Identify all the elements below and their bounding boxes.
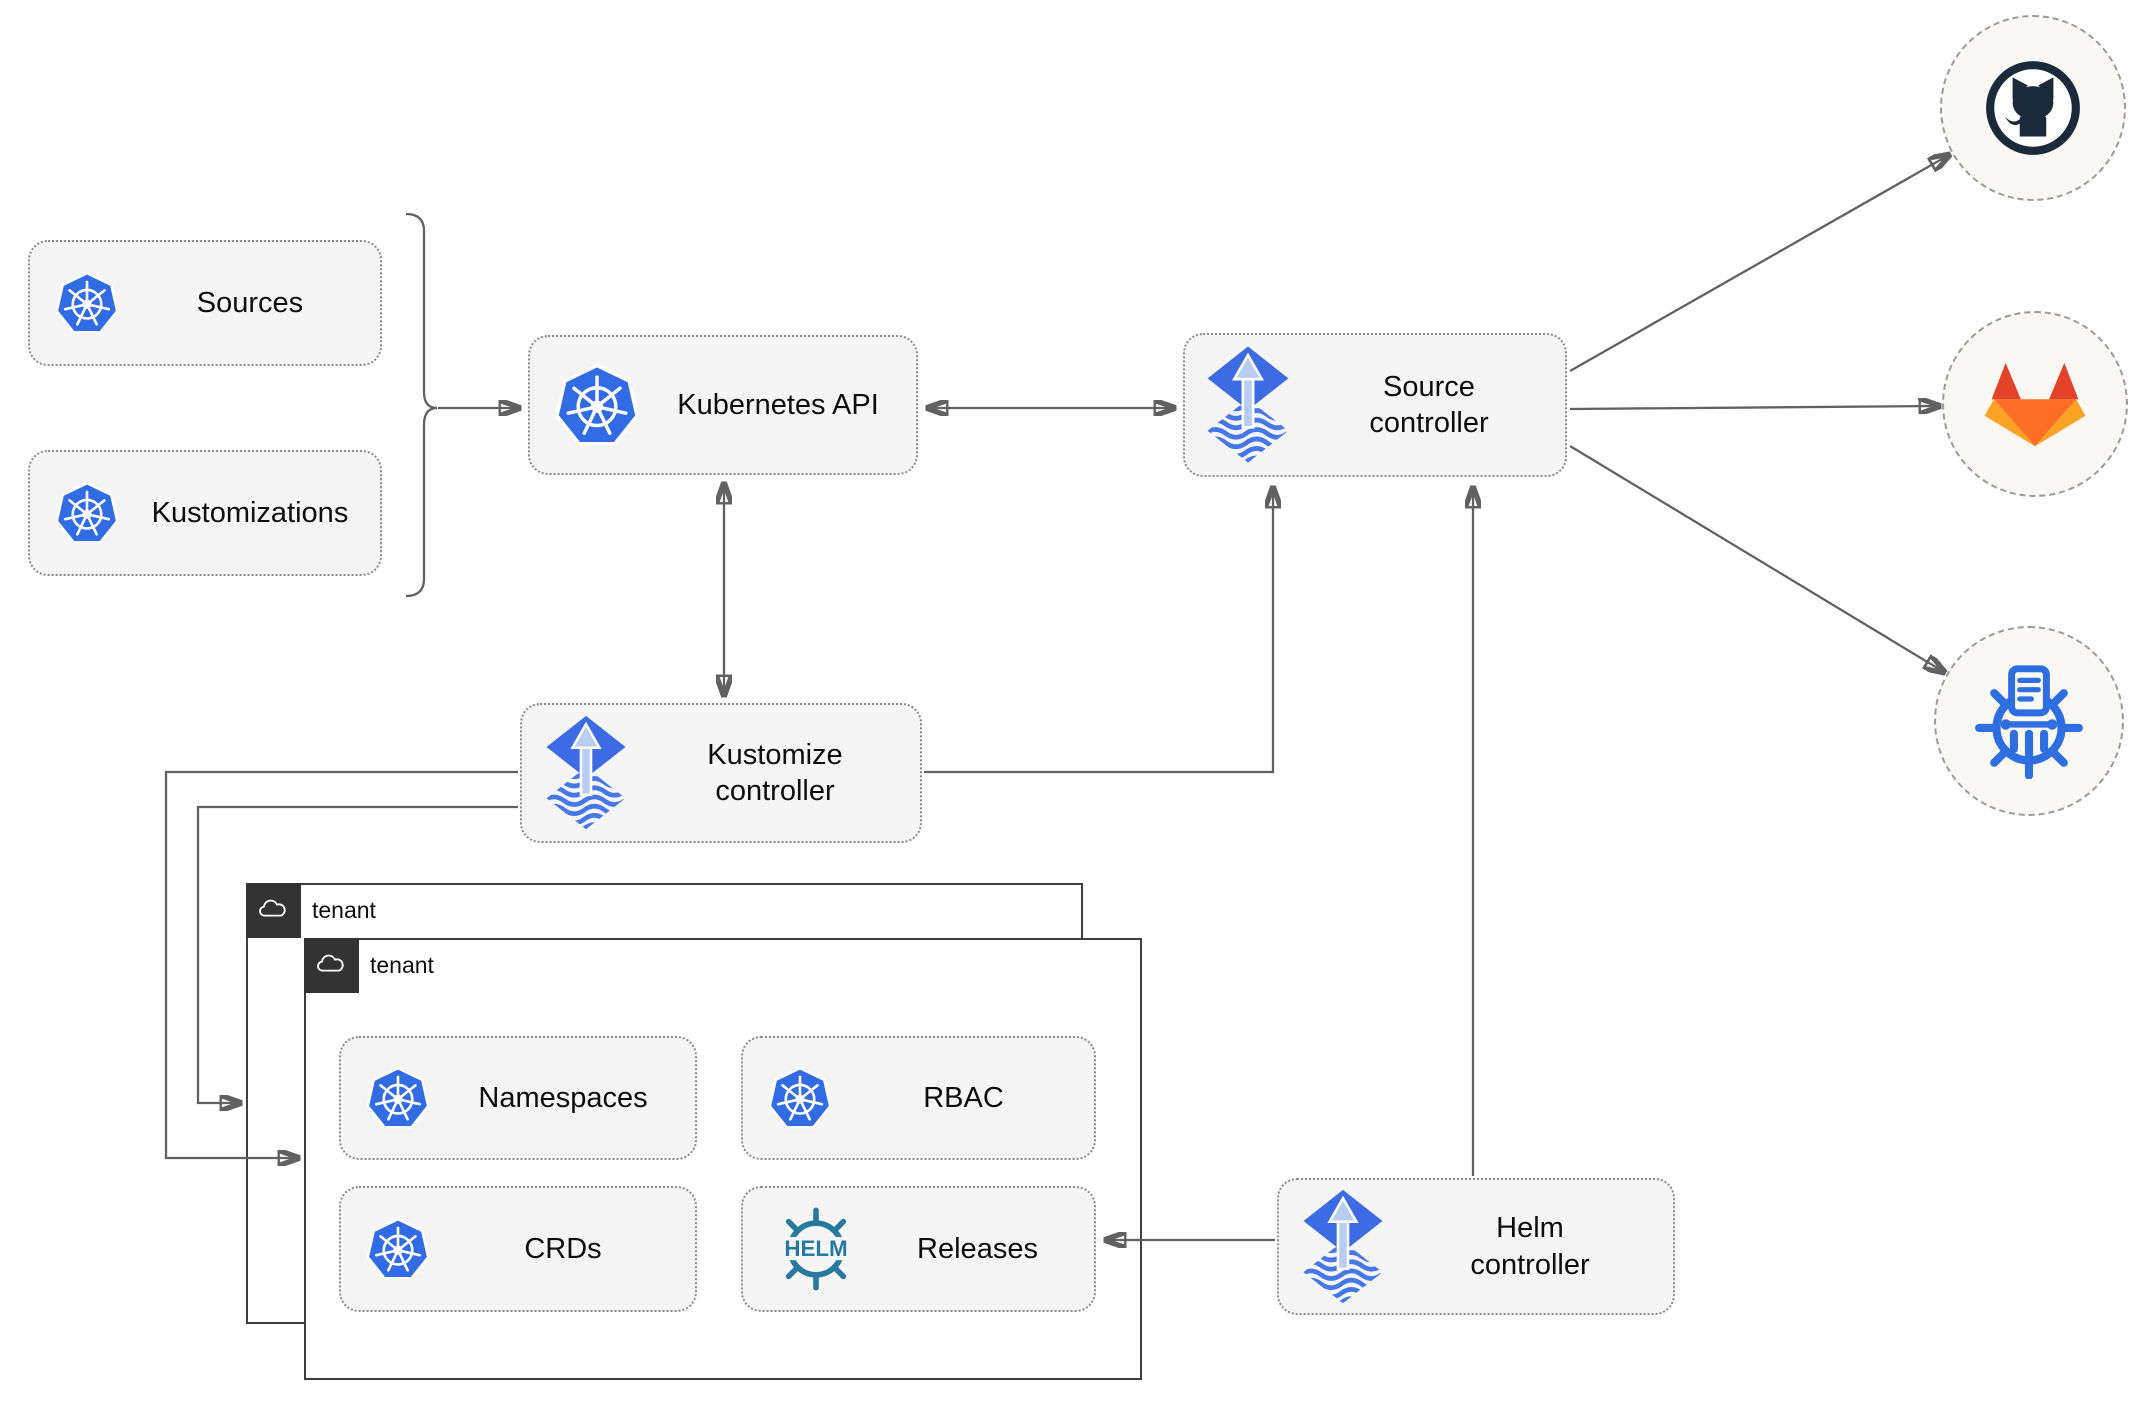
- github-icon: [1982, 57, 2084, 159]
- tenant-label: tenant: [312, 896, 376, 923]
- tenant-badge: [303, 937, 359, 993]
- svg-text:HELM: HELM: [784, 1236, 847, 1261]
- kustomize-controller-node: Kustomize controller: [520, 703, 922, 843]
- kubernetes-api-label: Kubernetes API: [677, 388, 879, 421]
- kubernetes-icon: [367, 1218, 429, 1280]
- tenant-label: tenant: [370, 951, 434, 978]
- namespaces-node: Namespaces: [339, 1036, 697, 1160]
- source-controller-label: Source controller: [1369, 370, 1489, 439]
- arrow-source-github: [1569, 155, 1949, 372]
- kubernetes-icon: [367, 1067, 429, 1129]
- github-endpoint: [1940, 15, 2126, 201]
- cloud-icon: [313, 947, 349, 983]
- kubernetes-icon: [56, 272, 118, 334]
- kustomizations-label: Kustomizations: [151, 496, 349, 529]
- flux-icon: [544, 713, 628, 833]
- rbac-node: RBAC: [741, 1036, 1096, 1160]
- kubernetes-icon: [556, 364, 638, 446]
- arrow-source-chartmuseum: [1569, 445, 1944, 672]
- helm-controller-label: Helm controller: [1470, 1212, 1590, 1281]
- chartmuseum-endpoint: [1934, 626, 2124, 816]
- helm-controller-node: Helm controller: [1277, 1178, 1675, 1315]
- flux-icon: [1301, 1188, 1385, 1306]
- namespaces-label: Namespaces: [478, 1081, 648, 1114]
- kubernetes-api-node: Kubernetes API: [528, 335, 918, 475]
- arrow-kustomize-source: [924, 488, 1273, 774]
- sources-brace: [405, 212, 438, 598]
- kubernetes-icon: [56, 482, 118, 544]
- sources-node: Sources: [28, 240, 382, 366]
- kustomizations-node: Kustomizations: [28, 450, 382, 576]
- rbac-label: RBAC: [923, 1081, 1004, 1114]
- gitlab-icon: [1976, 350, 2094, 458]
- source-controller-node: Source controller: [1183, 333, 1567, 477]
- kubernetes-icon: [769, 1067, 831, 1129]
- sources-label: Sources: [196, 286, 304, 319]
- helm-icon: HELM: [773, 1206, 859, 1292]
- chartmuseum-icon: [1971, 663, 2087, 779]
- releases-label: Releases: [917, 1232, 1038, 1265]
- crds-label: CRDs: [524, 1232, 602, 1265]
- tenant-badge: [245, 882, 301, 938]
- flux-icon: [1205, 344, 1291, 466]
- kustomize-controller-label: Kustomize controller: [707, 738, 843, 807]
- gitlab-endpoint: [1942, 311, 2128, 497]
- arrow-source-gitlab: [1569, 406, 1939, 409]
- crds-node: CRDs: [339, 1186, 697, 1312]
- cloud-icon: [255, 892, 291, 928]
- releases-node: HELM Releases: [741, 1186, 1096, 1312]
